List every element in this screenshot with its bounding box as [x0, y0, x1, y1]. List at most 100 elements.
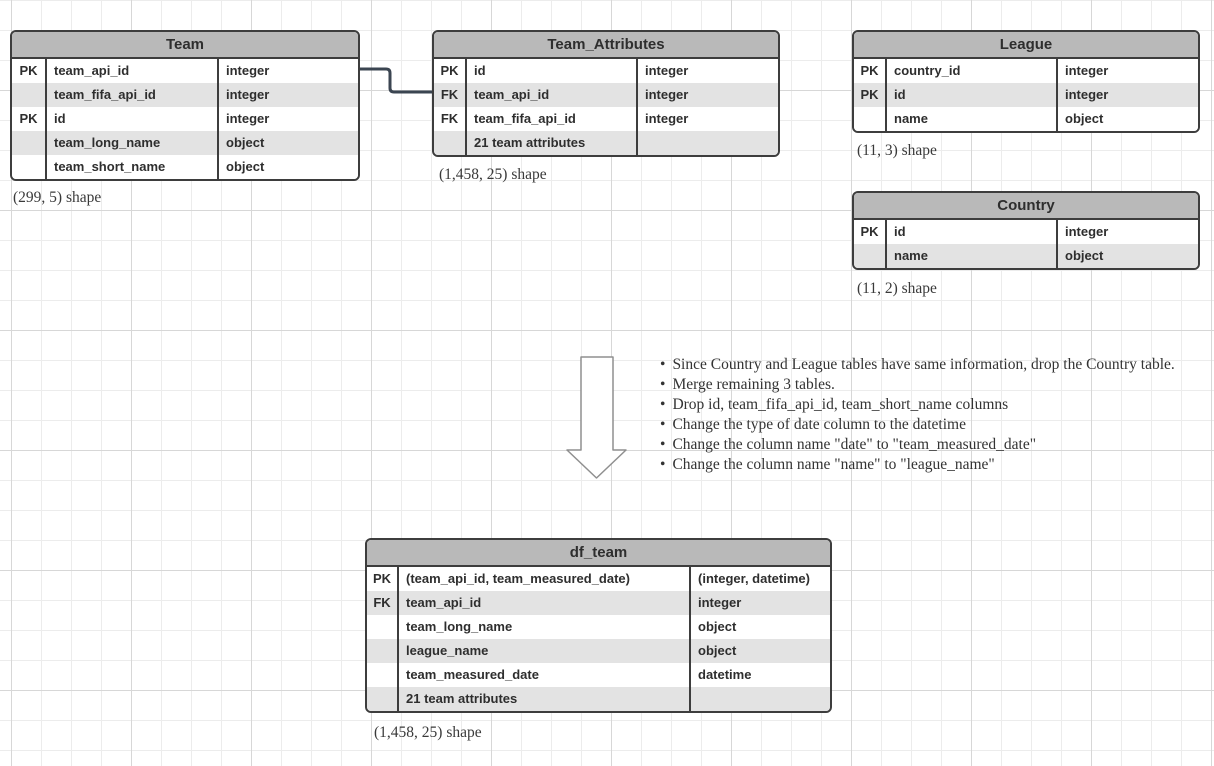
cell-key: [434, 131, 467, 155]
cell-name: id: [887, 83, 1058, 107]
cell-type: object: [1065, 248, 1104, 263]
cell-name: (team_api_id, team_measured_date): [399, 567, 691, 591]
cell-type: integer: [645, 63, 689, 78]
cell-type: [691, 687, 830, 711]
transformation-notes: Since Country and League tables have sam…: [660, 355, 1205, 475]
cell-name: name: [887, 107, 1058, 131]
cell-key: PK: [854, 83, 887, 107]
cell-type: datetime: [698, 667, 752, 682]
cell-type: object: [226, 159, 265, 174]
cell-name: 21 team attributes: [467, 131, 638, 155]
cell-name: team_api_id: [399, 591, 691, 615]
cell-name: id: [467, 59, 638, 83]
table-row: team_measured_date datetime: [367, 663, 830, 687]
cell-type: integer: [226, 87, 270, 102]
cell-type: [638, 131, 778, 155]
cell-name: league_name: [399, 639, 691, 663]
cell-key: [12, 83, 47, 107]
cell-key: PK: [434, 59, 467, 83]
cell-type: object: [226, 135, 265, 150]
table-row: league_name object: [367, 639, 830, 663]
cell-key: PK: [12, 107, 47, 131]
cell-type: integer: [226, 63, 270, 78]
table-row: team_short_name object: [12, 155, 358, 179]
cell-type: integer: [645, 87, 689, 102]
cell-name: team_measured_date: [399, 663, 691, 687]
table-row: name object: [854, 244, 1198, 268]
shape-caption-df-team: (1,458, 25) shape: [374, 724, 482, 741]
cell-name: team_api_id: [47, 59, 219, 83]
note-line: Merge remaining 3 tables.: [660, 375, 1205, 395]
cell-name: team_long_name: [399, 615, 691, 639]
cell-key: [854, 107, 887, 131]
cell-type: integer: [1065, 224, 1109, 239]
cell-key: PK: [12, 59, 47, 83]
cell-type: object: [1065, 111, 1104, 126]
cell-key: [367, 639, 399, 663]
cell-type: (integer, datetime): [698, 571, 810, 586]
cell-key: PK: [367, 567, 399, 591]
table-title: Country: [854, 193, 1198, 220]
entity-table-df-team: df_team PK(team_api_id, team_measured_da…: [365, 538, 832, 713]
cell-key: [854, 244, 887, 268]
shape-caption-country: (11, 2) shape: [857, 280, 937, 297]
table-row: name object: [854, 107, 1198, 131]
cell-key: [12, 155, 47, 179]
cell-type: integer: [1065, 63, 1109, 78]
shape-caption-team: (299, 5) shape: [13, 189, 102, 206]
note-line: Drop id, team_fifa_api_id, team_short_na…: [660, 395, 1205, 415]
cell-name: team_long_name: [47, 131, 219, 155]
cell-type: integer: [645, 111, 689, 126]
cell-key: [367, 687, 399, 711]
cell-type: integer: [1065, 87, 1109, 102]
cell-type: object: [698, 619, 737, 634]
cell-name: name: [887, 244, 1058, 268]
table-row: team_long_name object: [367, 615, 830, 639]
table-title: Team: [12, 32, 358, 59]
cell-key: PK: [854, 59, 887, 83]
cell-key: FK: [434, 83, 467, 107]
cell-name: id: [47, 107, 219, 131]
table-title: Team_Attributes: [434, 32, 778, 59]
shape-caption-league: (11, 3) shape: [857, 142, 937, 159]
cell-name: team_api_id: [467, 83, 638, 107]
cell-name: country_id: [887, 59, 1058, 83]
cell-key: [367, 663, 399, 687]
cell-name: team_short_name: [47, 155, 219, 179]
table-row: team_fifa_api_id integer: [12, 83, 358, 107]
cell-type: object: [698, 643, 737, 658]
table-row: 21 team attributes: [367, 687, 830, 711]
table-row: PK(team_api_id, team_measured_date) (inte…: [367, 567, 830, 591]
table-row: team_long_name object: [12, 131, 358, 155]
cell-key: [12, 131, 47, 155]
cell-name: team_fifa_api_id: [467, 107, 638, 131]
cell-type: integer: [226, 111, 270, 126]
table-title: League: [854, 32, 1198, 59]
table-title: df_team: [367, 540, 830, 567]
cell-name: team_fifa_api_id: [47, 83, 219, 107]
cell-key: PK: [854, 220, 887, 244]
note-line: Change the column name "date" to "team_m…: [660, 435, 1205, 455]
note-line: Change the type of date column to the da…: [660, 415, 1205, 435]
cell-type: integer: [698, 595, 742, 610]
cell-key: [367, 615, 399, 639]
cell-name: id: [887, 220, 1058, 244]
shape-caption-team-attributes: (1,458, 25) shape: [439, 166, 547, 183]
down-arrow-icon: [566, 356, 627, 479]
note-line: Change the column name "name" to "league…: [660, 455, 1205, 475]
